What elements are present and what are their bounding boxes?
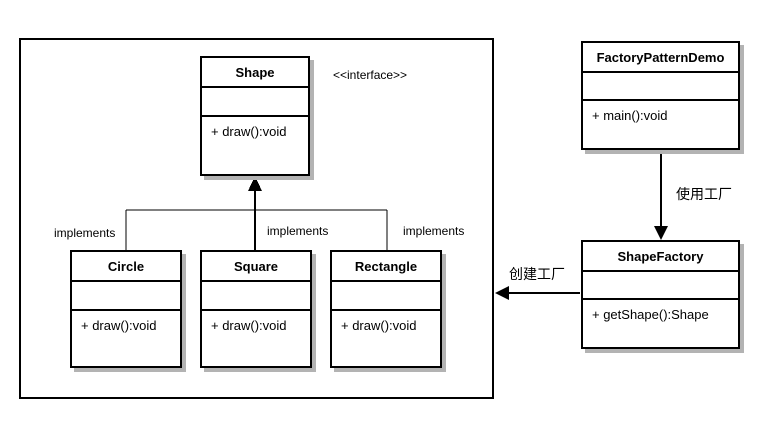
stereotype-interface-label: <<interface>> [333, 68, 408, 82]
class-methods-circle: + draw():void [81, 318, 157, 333]
create-factory-label: 创建工厂 [509, 266, 565, 282]
class-methods-factory-pattern-demo: + main():void [592, 108, 668, 123]
class-name-rectangle: Rectangle [332, 252, 440, 282]
class-methods-shape: + draw():void [211, 124, 287, 139]
implements-label-square: implements [267, 224, 329, 238]
class-name-shape-factory: ShapeFactory [583, 242, 738, 272]
class-attributes-factory-pattern-demo [583, 73, 738, 101]
implements-label-rectangle: implements [403, 224, 465, 238]
class-name-circle: Circle [72, 252, 180, 282]
class-name-factory-pattern-demo: FactoryPatternDemo [583, 43, 738, 73]
class-attributes-circle [72, 282, 180, 311]
class-attributes-square [202, 282, 310, 311]
class-box-factory-pattern-demo: FactoryPatternDemo + main():void [581, 41, 740, 150]
use-factory-label: 使用工厂 [676, 186, 732, 202]
implements-label-circle: implements [54, 226, 116, 240]
use-factory-arrowhead-icon [654, 226, 668, 240]
class-attributes-shape [202, 88, 308, 117]
class-box-shape: Shape + draw():void [200, 56, 310, 176]
class-methods-shape-factory: + getShape():Shape [592, 307, 709, 322]
create-factory-arrowhead-icon [495, 286, 509, 300]
class-methods-rectangle: + draw():void [341, 318, 417, 333]
class-name-square: Square [202, 252, 310, 282]
shape-implementations-group-box [19, 38, 494, 399]
class-methods-square: + draw():void [211, 318, 287, 333]
class-box-square: Square + draw():void [200, 250, 312, 368]
class-attributes-rectangle [332, 282, 440, 311]
class-box-circle: Circle + draw():void [70, 250, 182, 368]
class-attributes-shape-factory [583, 272, 738, 300]
class-box-rectangle: Rectangle + draw():void [330, 250, 442, 368]
class-box-shape-factory: ShapeFactory + getShape():Shape [581, 240, 740, 349]
class-name-shape: Shape [202, 58, 308, 88]
